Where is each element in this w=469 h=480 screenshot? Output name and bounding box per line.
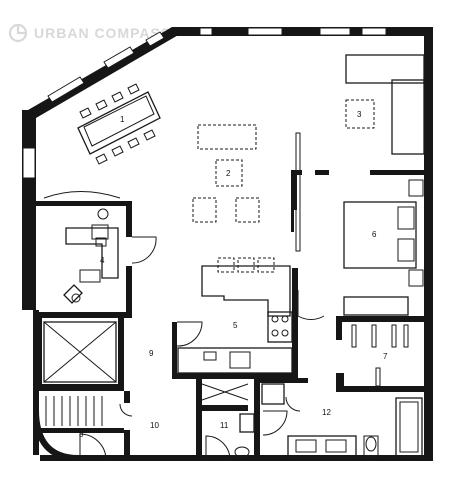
room-label-5: 5 <box>233 321 238 330</box>
room-label-1: 1 <box>120 115 125 124</box>
room-label-10: 10 <box>150 421 159 430</box>
windows <box>22 27 387 179</box>
bedroom-furniture <box>343 179 424 316</box>
wardrobe-rails <box>351 324 409 387</box>
elevator <box>43 321 117 383</box>
sliding-partition <box>291 132 301 252</box>
room-label-6: 6 <box>372 230 377 239</box>
brand-name: URBAN COMPASS <box>34 25 171 41</box>
stairs <box>45 396 103 426</box>
room-label-2: 2 <box>226 169 231 178</box>
room-label-7: 7 <box>383 352 388 361</box>
interior-walls <box>36 170 426 460</box>
room-label-12: 12 <box>322 408 331 417</box>
room-label-9: 9 <box>149 349 154 358</box>
sofa <box>345 54 425 155</box>
study-furniture <box>63 208 119 304</box>
dining-table <box>77 83 161 165</box>
room-label-3: 3 <box>357 110 362 119</box>
doors <box>43 191 325 461</box>
room-label-8: 8 <box>79 430 84 439</box>
urban-compass-logo: URBAN COMPASS <box>8 23 171 43</box>
room-label-4: 4 <box>100 256 105 265</box>
dashed-furniture <box>192 99 375 273</box>
room-label-11: 11 <box>220 421 229 430</box>
room-labels: 1 2 3 4 5 6 7 8 9 10 11 12 <box>79 110 388 439</box>
compass-logo-icon <box>8 23 28 43</box>
bath-11-fixtures <box>201 383 255 458</box>
kitchen-furniture <box>177 265 293 374</box>
bath-12-fixtures <box>261 383 423 459</box>
